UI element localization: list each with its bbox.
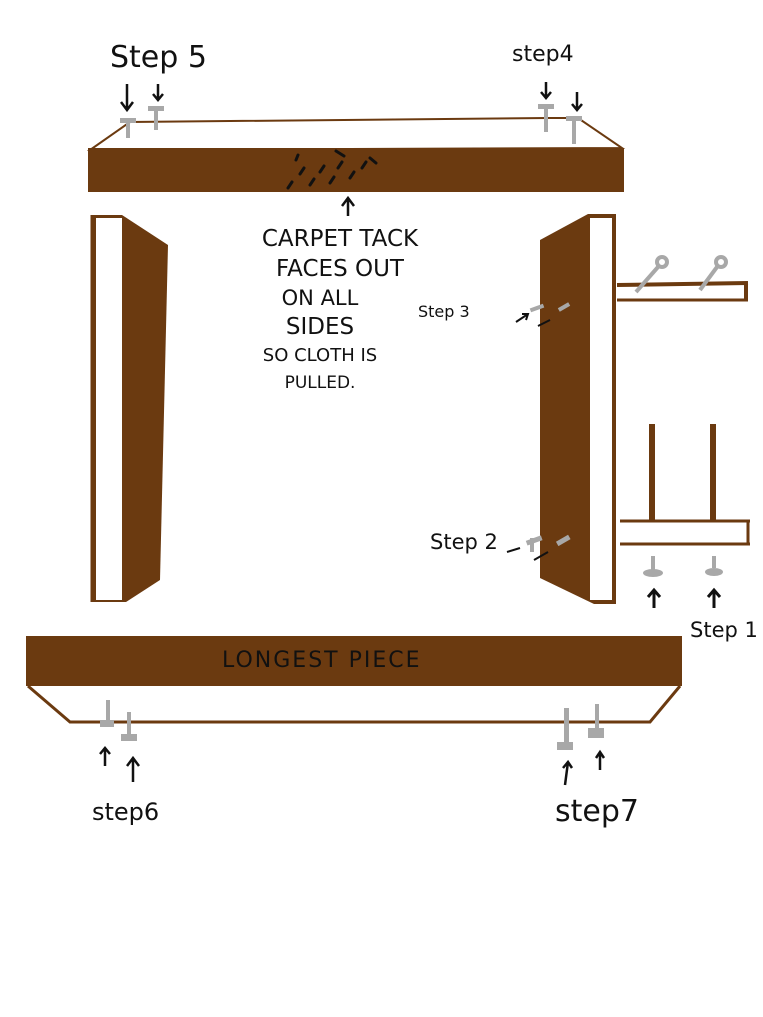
bottom-board — [26, 636, 682, 786]
step-2-label: Step 2 — [430, 530, 498, 554]
carpet-tack-note: CARPET TACK FACES OUT ON ALL SIDES SO CL… — [230, 224, 450, 396]
carpet-tack-strip — [286, 149, 378, 190]
step-1-label: Step 1 — [690, 618, 758, 642]
step-5-label: Step 5 — [110, 40, 207, 75]
step-7-label: step7 — [555, 794, 639, 829]
note-line: SO CLOTH IS — [262, 345, 378, 366]
post-bracket — [620, 424, 750, 608]
tack-icon — [120, 104, 582, 144]
note-line: PULLED. — [284, 373, 356, 393]
step-3-label: Step 3 — [418, 302, 470, 321]
longest-piece-label: LONGEST PIECE — [222, 648, 422, 673]
left-side-board — [90, 215, 168, 602]
note-line: ON ALL — [281, 286, 359, 310]
eye-hook-bracket — [616, 255, 749, 302]
note-line: SIDES — [285, 314, 355, 340]
note-line: CARPET TACK — [261, 226, 419, 252]
eye-hook-icon — [634, 255, 728, 294]
step-4-label: step4 — [512, 42, 574, 67]
note-line: FACES OUT — [276, 256, 404, 282]
arrow-icon — [120, 82, 583, 216]
right-side-board — [506, 214, 616, 604]
top-board — [86, 82, 626, 216]
step-6-label: step6 — [92, 798, 160, 826]
